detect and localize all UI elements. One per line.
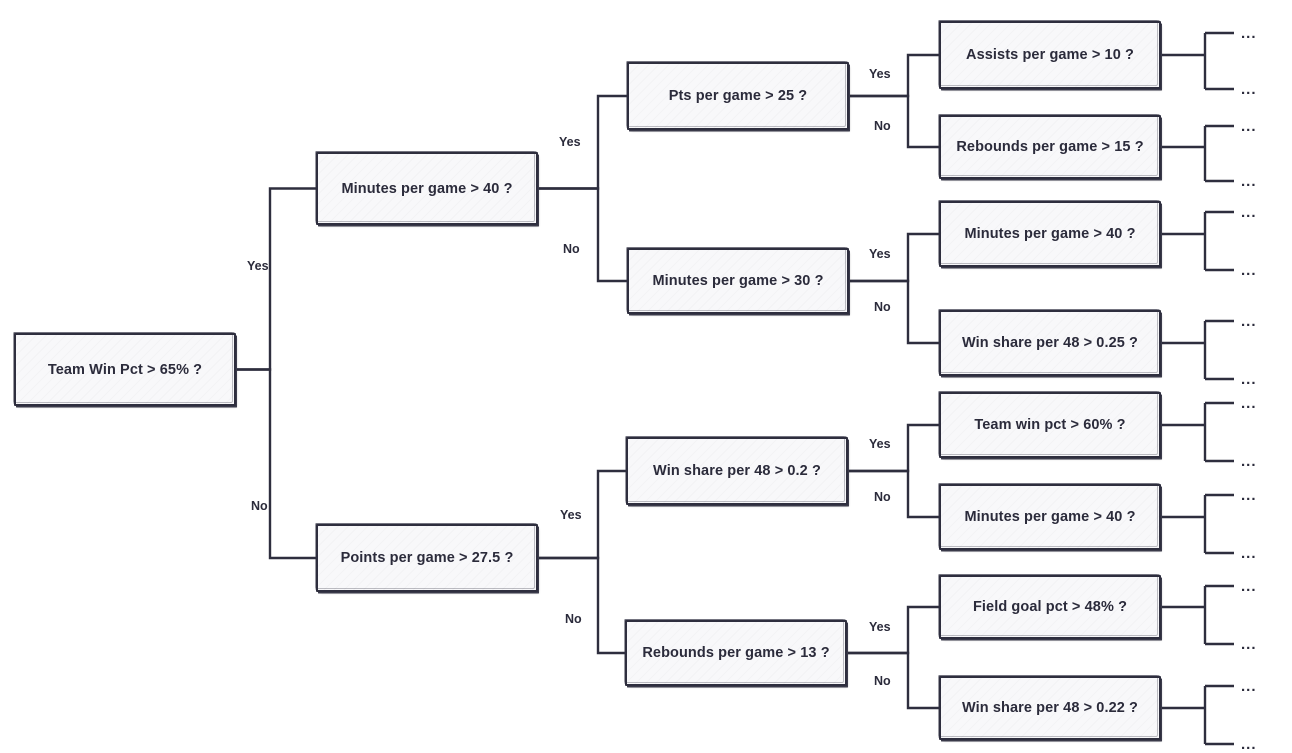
terminal-ellipsis: ...	[1241, 636, 1257, 653]
decision-node-l1b[interactable]: Points per game > 27.5 ?	[315, 523, 538, 592]
decision-node-l3b[interactable]: Rebounds per game > 15 ?	[938, 114, 1161, 179]
edge-label-l2d-to-l3g: Yes	[869, 620, 891, 634]
decision-node-label: Minutes per game > 40 ?	[964, 226, 1136, 242]
edge-label-root-to-l1a: Yes	[247, 259, 269, 273]
decision-node-label: Win share per 48 > 0.22 ?	[961, 700, 1139, 716]
edge-label-l2a-to-l3a: Yes	[869, 67, 891, 81]
decision-node-l1a[interactable]: Minutes per game > 40 ?	[315, 151, 538, 225]
decision-node-l2d[interactable]: Rebounds per game > 13 ?	[624, 619, 847, 686]
terminal-ellipsis: ...	[1241, 736, 1257, 753]
decision-node-l3d[interactable]: Win share per 48 > 0.25 ?	[938, 309, 1161, 376]
decision-node-l3c[interactable]: Minutes per game > 40 ?	[938, 200, 1161, 267]
decision-node-l3a[interactable]: Assists per game > 10 ?	[938, 20, 1161, 89]
decision-node-label: Team win pct > 60% ?	[974, 417, 1126, 433]
edge-label-l1b-to-l2d: No	[565, 612, 582, 626]
decision-node-label: Rebounds per game > 15 ?	[956, 139, 1144, 155]
terminal-ellipsis: ...	[1241, 204, 1257, 221]
decision-node-label: Rebounds per game > 13 ?	[642, 645, 830, 661]
decision-node-l2a[interactable]: Pts per game > 25 ?	[626, 61, 849, 130]
terminal-ellipsis: ...	[1241, 173, 1257, 190]
decision-node-l3g[interactable]: Field goal pct > 48% ?	[938, 574, 1161, 639]
edge-label-root-to-l1b: No	[251, 499, 268, 513]
terminal-ellipsis: ...	[1241, 313, 1257, 330]
edge-label-l2d-to-l3h: No	[874, 674, 891, 688]
edge-label-l2c-to-l3e: Yes	[869, 437, 891, 451]
decision-node-l2c[interactable]: Win share per 48 > 0.2 ?	[625, 436, 848, 505]
decision-node-l3h[interactable]: Win share per 48 > 0.22 ?	[938, 675, 1161, 740]
edge-label-l2a-to-l3b: No	[874, 119, 891, 133]
terminal-ellipsis: ...	[1241, 395, 1257, 412]
decision-node-label: Win share per 48 > 0.2 ?	[653, 463, 821, 479]
decision-node-label: Minutes per game > 40 ?	[964, 509, 1136, 525]
edge-label-l2c-to-l3f: No	[874, 490, 891, 504]
terminal-ellipsis: ...	[1241, 118, 1257, 135]
decision-node-root[interactable]: Team Win Pct > 65% ?	[13, 332, 236, 406]
decision-node-label: Points per game > 27.5 ?	[340, 550, 514, 566]
terminal-ellipsis: ...	[1241, 487, 1257, 504]
decision-node-label: Pts per game > 25 ?	[668, 88, 808, 104]
terminal-ellipsis: ...	[1241, 81, 1257, 98]
terminal-ellipsis: ...	[1241, 578, 1257, 595]
terminal-ellipsis: ...	[1241, 453, 1257, 470]
terminal-ellipsis: ...	[1241, 262, 1257, 279]
terminal-ellipsis: ...	[1241, 678, 1257, 695]
decision-node-label: Win share per 48 > 0.25 ?	[961, 335, 1139, 351]
terminal-ellipsis: ...	[1241, 545, 1257, 562]
decision-node-label: Field goal pct > 48% ?	[972, 599, 1128, 615]
decision-node-label: Team Win Pct > 65% ?	[47, 361, 203, 378]
edge-label-l2b-to-l3d: No	[874, 300, 891, 314]
decision-node-l2b[interactable]: Minutes per game > 30 ?	[626, 247, 849, 314]
decision-node-l3e[interactable]: Team win pct > 60% ?	[938, 391, 1161, 458]
decision-node-l3f[interactable]: Minutes per game > 40 ?	[938, 483, 1161, 550]
terminal-ellipsis: ...	[1241, 25, 1257, 42]
decision-node-label: Minutes per game > 30 ?	[652, 273, 824, 289]
decision-node-label: Minutes per game > 40 ?	[341, 180, 513, 197]
edge-label-l2b-to-l3c: Yes	[869, 247, 891, 261]
edge-label-l1a-to-l2b: No	[563, 242, 580, 256]
decision-node-label: Assists per game > 10 ?	[966, 47, 1134, 63]
terminal-ellipsis: ...	[1241, 371, 1257, 388]
edge-label-l1b-to-l2c: Yes	[560, 508, 582, 522]
edge-label-l1a-to-l2a: Yes	[559, 135, 581, 149]
